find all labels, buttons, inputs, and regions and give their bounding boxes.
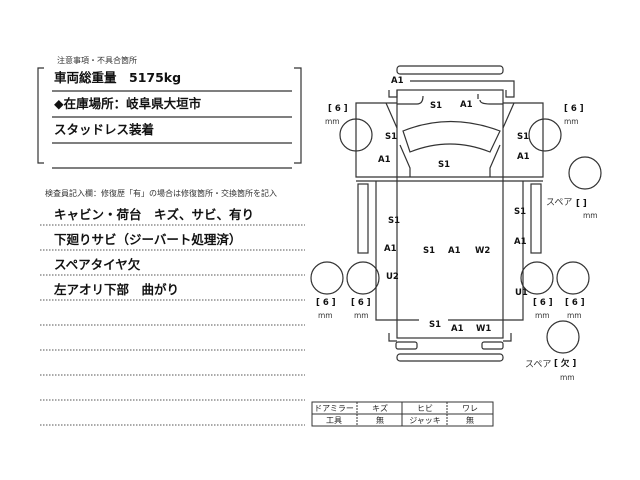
label: A1 <box>460 100 473 110</box>
table-cell: 工具 <box>326 416 342 425</box>
notes-header: 注意事項・不具合箇所 <box>57 55 137 65</box>
label: A1 <box>378 155 391 165</box>
label: A1 <box>391 76 404 86</box>
table-cell: ワレ <box>462 404 478 413</box>
tread-value: [ 6 ] <box>533 298 553 308</box>
unit: mm <box>560 373 575 382</box>
label: U2 <box>386 272 399 282</box>
rear-bumper <box>396 353 504 362</box>
rear-right-outer-wheel <box>556 261 590 295</box>
tread-value: [ 6 ] <box>564 104 584 114</box>
label: S1 <box>423 246 435 256</box>
spare-label: スペア <box>546 198 572 208</box>
inspector-header: 検査員記入欄：修復歴「有」の場合は修復箇所・交換箇所を記入 <box>45 188 277 198</box>
note-row: 車両総重量 5175kg <box>54 70 181 85</box>
unit: mm <box>583 211 598 220</box>
body-frame <box>396 89 504 339</box>
note-row: ◆在庫場所：岐阜県大垣市 <box>54 96 202 111</box>
label: W2 <box>475 246 490 256</box>
table-cell: キズ <box>372 403 388 413</box>
unit: mm <box>318 311 333 320</box>
table-cell: ジャッキ <box>409 416 441 425</box>
rear-left-outer-wheel <box>310 261 344 295</box>
table-cell: ヒビ <box>417 404 433 413</box>
rear-right-inner-wheel <box>520 261 554 295</box>
unit: mm <box>567 311 582 320</box>
tread-value: [ 6 ] <box>351 298 371 308</box>
note-row: スタッドレス装着 <box>54 122 154 137</box>
tread-depths: [ 6 ] mm [ 6 ] mm [ 6 ] mm [ 6 ] mm [ 6 … <box>316 104 598 382</box>
spare-value: [ ] <box>576 199 587 209</box>
spare-value: [ 欠 ] <box>554 358 576 369</box>
table-cell: 無 <box>376 415 384 425</box>
unit: mm <box>354 311 369 320</box>
label: A1 <box>451 324 464 334</box>
spare-label: スペア <box>525 360 551 370</box>
label: S1 <box>429 320 441 330</box>
parts-table: ドアミラー キズ ヒビ ワレ 工具 無 ジャッキ 無 <box>311 401 494 427</box>
inspector-row: 左アオリ下部 曲がり <box>53 282 179 297</box>
label: S1 <box>388 216 400 226</box>
label: A1 <box>514 237 527 247</box>
spare-wheel-2 <box>546 320 580 354</box>
front-bumper <box>396 65 504 75</box>
inspector-row: 下廻りサビ（ジーバート処理済） <box>54 232 241 247</box>
label: S1 <box>514 207 526 217</box>
chassis <box>375 181 524 321</box>
damage-labels: A1 S1 A1 S1 S1 A1 S1 A1 S1 A1 S1 A1 W2 U… <box>378 76 530 334</box>
tread-value: [ 6 ] <box>328 104 348 114</box>
inspector-row: キャビン・荷台 キズ、サビ、有り <box>54 207 254 222</box>
cab-outline <box>355 102 544 178</box>
front-panel <box>388 80 515 98</box>
unit: mm <box>564 117 579 126</box>
table-cell: 無 <box>466 415 474 425</box>
label: W1 <box>476 324 491 334</box>
tread-value: [ 6 ] <box>316 298 336 308</box>
dotted-lines <box>40 224 305 426</box>
label: S1 <box>438 160 450 170</box>
cab-roof <box>397 94 503 105</box>
label: U1 <box>515 288 528 298</box>
label: A1 <box>384 244 397 254</box>
label: S1 <box>430 101 442 111</box>
unit: mm <box>535 311 550 320</box>
rear-left-inner-wheel <box>346 261 380 295</box>
unit: mm <box>325 117 340 126</box>
label: S1 <box>385 132 397 142</box>
front-right-wheel <box>528 118 562 152</box>
front-left-wheel <box>339 118 373 152</box>
inspector-row: スペアタイヤ欠 <box>54 257 141 272</box>
table-cell: ドアミラー <box>314 404 354 413</box>
notes-bracket <box>37 67 302 164</box>
tread-value: [ 6 ] <box>565 298 585 308</box>
label: A1 <box>517 152 530 162</box>
label: S1 <box>517 132 529 142</box>
left-side-bar <box>357 183 369 254</box>
spare-wheel-1 <box>568 156 602 190</box>
right-side-bar <box>530 183 542 254</box>
windshield <box>402 120 501 153</box>
label: A1 <box>448 246 461 256</box>
truck-diagram <box>310 65 602 362</box>
